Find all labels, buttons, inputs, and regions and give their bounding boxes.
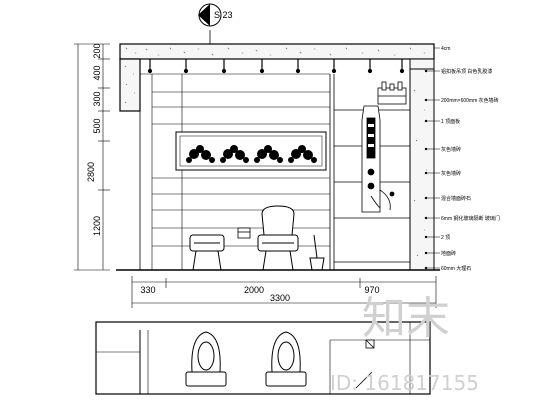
- dim-segment: 200: [92, 43, 102, 58]
- right-wall: [409, 58, 435, 271]
- annotation-label: 地面砖: [441, 250, 456, 257]
- toilet-plan-left: [185, 331, 227, 387]
- plant-icon: [186, 145, 215, 163]
- dim-width-segment: 970: [364, 285, 379, 295]
- annotation-label: 铝扣板吊顶 白色乳胶漆: [441, 68, 492, 75]
- plant-icon: [220, 145, 249, 163]
- plan-view: [95, 321, 431, 395]
- watermark: 知末 ID: 161817155: [330, 293, 479, 395]
- section-marker: S 23: [198, 3, 233, 44]
- floor-drain: [355, 339, 375, 389]
- dim-segment: 500: [92, 118, 102, 133]
- dim-overall-height: 2800: [86, 162, 96, 182]
- dim-segment: 1200: [92, 216, 102, 236]
- watermark-id: ID: 161817155: [330, 371, 479, 395]
- dim-overall-width: 3300: [270, 293, 290, 303]
- toilet-plan-right: [265, 331, 307, 387]
- annotation-label: 4cm: [441, 46, 450, 52]
- paper-holder: [237, 227, 251, 239]
- plant-icon: [254, 145, 283, 163]
- annotation-label: 混合墙面砖石: [441, 195, 471, 202]
- watermark-brand: 知末: [362, 293, 450, 344]
- dim-segment: 400: [92, 65, 102, 80]
- toilet-left: [189, 234, 225, 271]
- plant-niche: [175, 131, 327, 171]
- plant-icon: [288, 145, 317, 163]
- annotation-label: 60mm 大理石: [441, 265, 471, 272]
- dim-width-segment: 2000: [244, 285, 264, 295]
- section-marker-label: S 23: [214, 10, 233, 20]
- ceiling-slab: [119, 43, 435, 60]
- annotation-leaders: [424, 47, 440, 270]
- annotation-label: 6mm 钢化玻璃隔断 玻璃门: [441, 215, 500, 222]
- annotation-label: 灰色墙砖: [441, 146, 461, 153]
- dim-width-segment: 330: [140, 285, 155, 295]
- shower-panel: [361, 105, 395, 213]
- toilet-right: [257, 205, 299, 271]
- shower-shelf: [377, 81, 407, 105]
- annotation-label: 2 顶: [441, 235, 450, 241]
- annotation-label: 200mm×600mm 灰色墙砖: [441, 97, 499, 104]
- dim-segment: 300: [92, 91, 102, 106]
- bottom-dimension-chain: [131, 276, 437, 308]
- toilet-brush: [309, 234, 325, 271]
- annotation-label: 灰色墙砖: [441, 170, 461, 177]
- wall-tile-lines: [140, 73, 330, 270]
- left-dimension-chain: [74, 43, 110, 271]
- annotation-label: 1 顶面板: [441, 118, 460, 125]
- ceiling-lights: [147, 59, 405, 74]
- left-wall: [119, 58, 153, 270]
